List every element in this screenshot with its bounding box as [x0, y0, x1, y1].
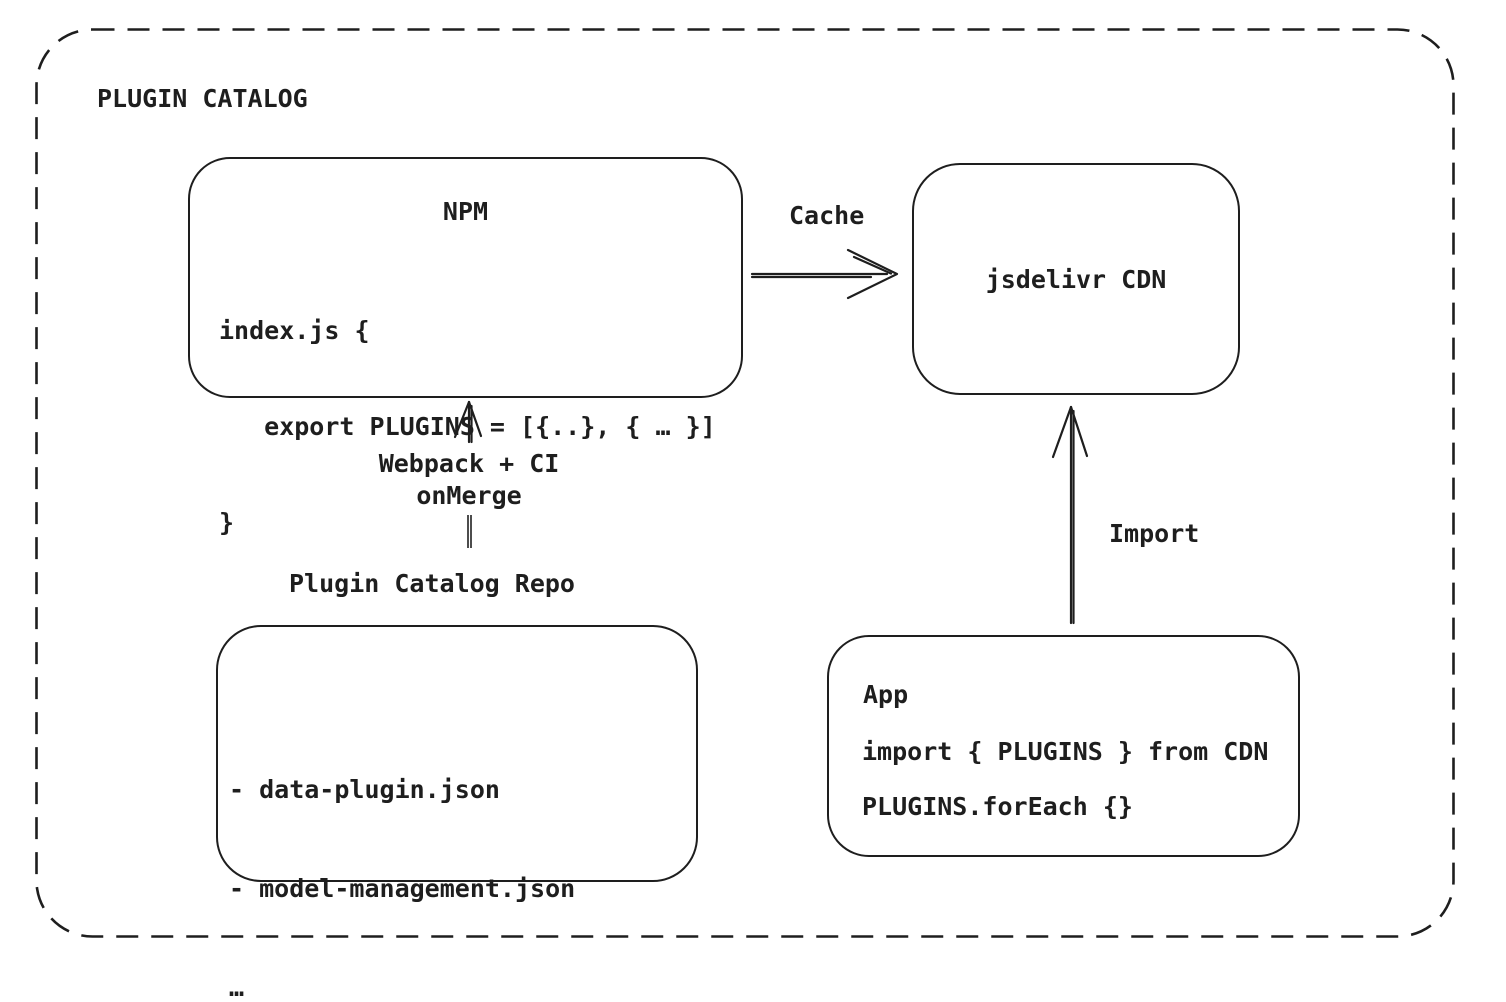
import-arrow [1051, 405, 1089, 625]
build-arrow-label: Webpack + CI onMerge [378, 449, 560, 510]
repo-file-item: … [229, 973, 245, 1002]
npm-node-code: index.js { export PLUGINS = [{..}, { … }… [219, 251, 716, 603]
cdn-node: jsdelivr CDN [912, 163, 1240, 395]
app-node: App import { PLUGINS } from CDN PLUGINS.… [827, 635, 1300, 857]
app-node-title: App [863, 680, 909, 709]
cache-arrow [750, 248, 899, 300]
repo-file-item: - data-plugin.json [229, 775, 500, 804]
import-arrow-label: Import [1109, 519, 1200, 548]
app-code-line: import { PLUGINS } from CDN [862, 737, 1269, 766]
repo-node: - data-plugin.json - model-management.js… [216, 625, 698, 1002]
code-line: } [219, 508, 235, 537]
cache-arrow-label: Cache [789, 201, 865, 230]
repo-file-item: - model-management.json [229, 874, 576, 903]
code-line: index.js { [219, 316, 370, 345]
repo-node-title: Plugin Catalog Repo [289, 569, 575, 598]
npm-node: NPM index.js { export PLUGINS = [{..}, {… [188, 157, 743, 537]
build-arrow [453, 400, 483, 548]
cdn-node-label: jsdelivr CDN [985, 264, 1167, 294]
npm-node-title: NPM [442, 197, 489, 226]
diagram-title: PLUGIN CATALOG [97, 84, 308, 113]
repo-file-list: - data-plugin.json - model-management.js… [229, 707, 575, 1002]
code-line: export PLUGINS = [{..}, { … }] [219, 412, 716, 441]
app-code-line: PLUGINS.forEach {} [862, 792, 1133, 821]
